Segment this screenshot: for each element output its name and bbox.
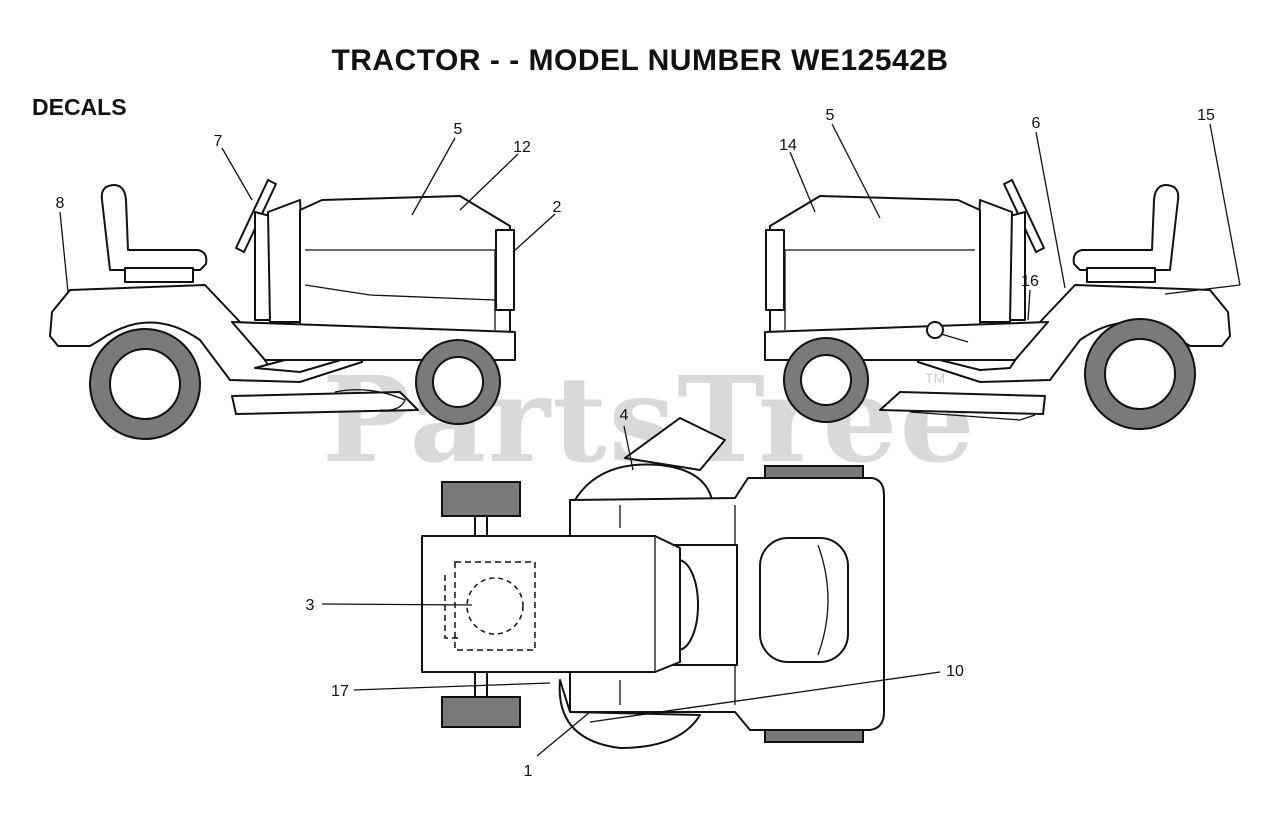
watermark-trademark: TM: [925, 370, 946, 386]
callout-4: 4: [620, 407, 629, 424]
callout-16: 16: [1021, 273, 1039, 290]
callout-5-left: 5: [454, 121, 463, 138]
mower-deck: [231, 391, 419, 415]
tractor-right-view: 14 5 6 15 16: [764, 107, 1241, 430]
callout-7: 7: [214, 133, 223, 150]
section-heading: DECALS: [32, 94, 127, 120]
tractor-left-view: 8 7 5 12 2: [49, 121, 562, 440]
tractor-top-view: 4 3 17 10 1: [306, 407, 964, 780]
callout-2: 2: [553, 199, 562, 216]
callout-17: 17: [331, 683, 349, 700]
front-tire-top-right: [441, 696, 521, 728]
seat: [100, 184, 208, 271]
callout-14: 14: [779, 137, 797, 154]
callout-10: 10: [946, 663, 964, 680]
rear-tire-top-right: [764, 729, 864, 743]
front-tire-top-left: [441, 481, 521, 517]
mower-deck-right: [879, 391, 1046, 415]
callout-3: 3: [306, 597, 315, 614]
page-title: TRACTOR - - MODEL NUMBER WE12542B: [331, 44, 949, 77]
callout-8: 8: [56, 195, 65, 212]
hood: [299, 195, 511, 333]
seat-right: [1072, 184, 1180, 271]
callout-6: 6: [1032, 115, 1041, 132]
callout-5-right: 5: [826, 107, 835, 124]
hood-right: [769, 195, 981, 333]
seat-top: [759, 537, 849, 663]
callout-12: 12: [513, 139, 531, 156]
callout-15: 15: [1197, 107, 1215, 124]
hood-top: [421, 535, 681, 673]
callout-1: 1: [524, 763, 533, 780]
